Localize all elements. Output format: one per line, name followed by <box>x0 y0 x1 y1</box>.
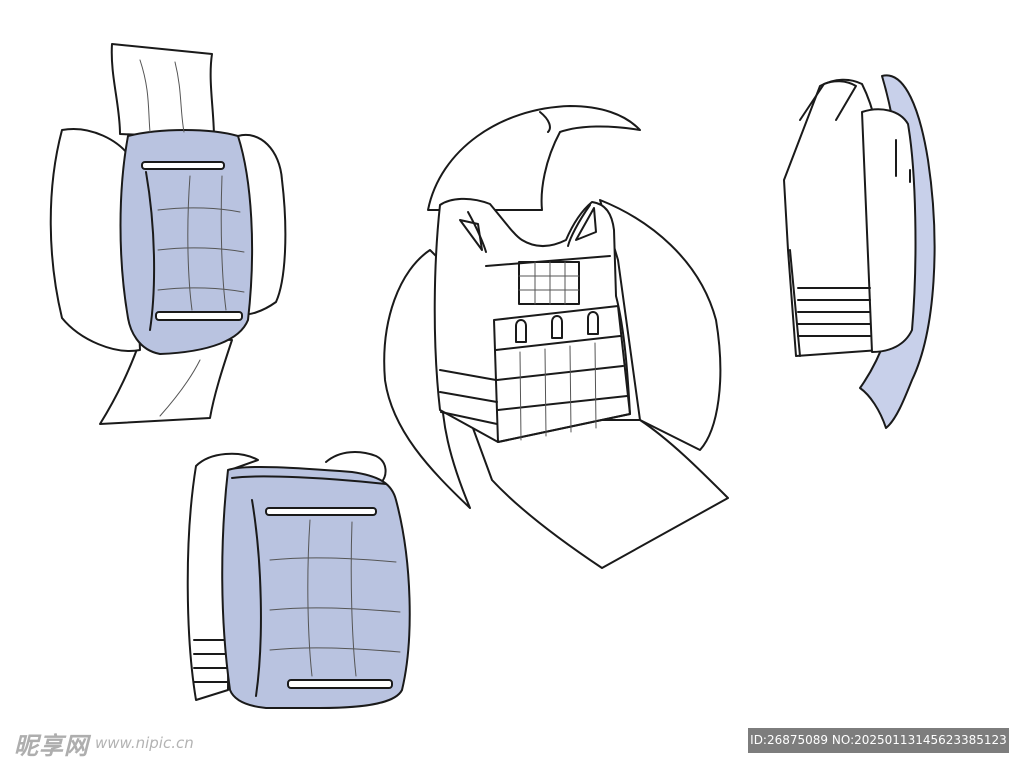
image-id-bar: ID:26875089 NO:20250113145623385123 <box>748 728 1009 753</box>
watermark-logo: 昵享网 www.nipic.cn <box>14 726 194 760</box>
backpack-side-view-sketch <box>783 74 936 429</box>
vest-backpack-unfolded-sketch <box>383 105 729 569</box>
watermark-url-text: www.nipic.cn <box>95 734 194 752</box>
backpack-closed-sketch <box>186 451 411 709</box>
backpack-open-flap-sketch <box>49 43 287 425</box>
watermark-brand-text: 昵享网 <box>14 731 89 760</box>
